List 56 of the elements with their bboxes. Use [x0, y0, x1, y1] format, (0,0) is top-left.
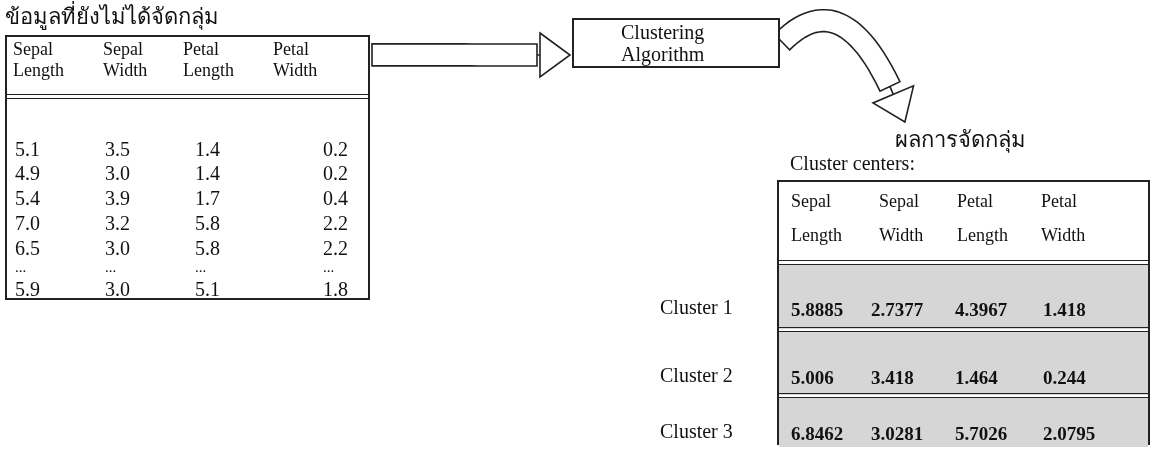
table-cell: 4.3967: [955, 299, 1008, 321]
column-header: Sepal Width: [103, 39, 149, 81]
table-cell: 0.2: [323, 162, 348, 185]
table-cell: 3.0281: [871, 423, 924, 445]
table-cell: ...: [323, 259, 335, 277]
table-cell: 3.0: [105, 278, 130, 301]
table-cell: 2.2: [323, 237, 348, 260]
column-header: Petal Length: [183, 39, 235, 81]
table-cell: 6.5: [15, 237, 40, 260]
table-cell: 0.2: [323, 138, 348, 161]
table-heading: ข้อมูลที่ยังไม่ได้จัดกลุ่ม: [5, 0, 219, 35]
table-caption: Cluster centers:: [790, 152, 915, 175]
row-label: Cluster 1: [660, 296, 733, 319]
table-cell: 6.8462: [791, 423, 844, 445]
table-cell: 0.244: [1043, 367, 1086, 389]
table-cell: 3.0: [105, 162, 130, 185]
process-box: Clustering Algorithm: [572, 18, 780, 68]
table-cell: 1.4: [195, 138, 220, 161]
column-header: Sepal Width: [879, 190, 925, 247]
table-cell: 3.418: [871, 367, 914, 389]
table-cell: 2.7377: [871, 299, 924, 321]
column-header: Sepal Length: [791, 190, 843, 247]
table-cell: 5.8885: [791, 299, 844, 321]
table-cell: 5.8: [195, 237, 220, 260]
table-cell: 3.2: [105, 212, 130, 235]
table-cell: 5.7026: [955, 423, 1008, 445]
block-arrow: [371, 32, 571, 78]
table-cell: 2.0795: [1043, 423, 1096, 445]
table-cell: 1.418: [1043, 299, 1086, 321]
row-label: Cluster 2: [660, 364, 733, 387]
result-heading: ผลการจัดกลุ่ม: [895, 126, 1026, 155]
table-cell: 2.2: [323, 212, 348, 235]
table-cell: 5.4: [15, 187, 40, 210]
table-cell: ...: [195, 259, 207, 277]
table-cell: 1.4: [195, 162, 220, 185]
table-cell: 1.7: [195, 187, 220, 210]
table-cell: 0.4: [323, 187, 348, 210]
table-cell: 5.8: [195, 212, 220, 235]
table-cell: 5.1: [15, 138, 40, 161]
table-cell: 5.006: [791, 367, 834, 389]
table-cell: 1.8: [323, 278, 348, 301]
row-label: Cluster 3: [660, 420, 733, 443]
column-header: Petal Width: [1041, 190, 1087, 247]
table-cell: 3.5: [105, 138, 130, 161]
table-cell: 3.0: [105, 237, 130, 260]
table-cell: 5.1: [195, 278, 220, 301]
table-cell: 7.0: [15, 212, 40, 235]
table-cell: ...: [105, 259, 117, 277]
column-header: Petal Length: [957, 190, 1009, 247]
column-header: Petal Width: [273, 39, 319, 81]
table-cell: 3.9: [105, 187, 130, 210]
table-cell: 1.464: [955, 367, 998, 389]
column-header: Sepal Length: [13, 39, 65, 81]
table-cell: ...: [15, 259, 27, 277]
table-cell: 4.9: [15, 162, 40, 185]
table-cell: 5.9: [15, 278, 40, 301]
